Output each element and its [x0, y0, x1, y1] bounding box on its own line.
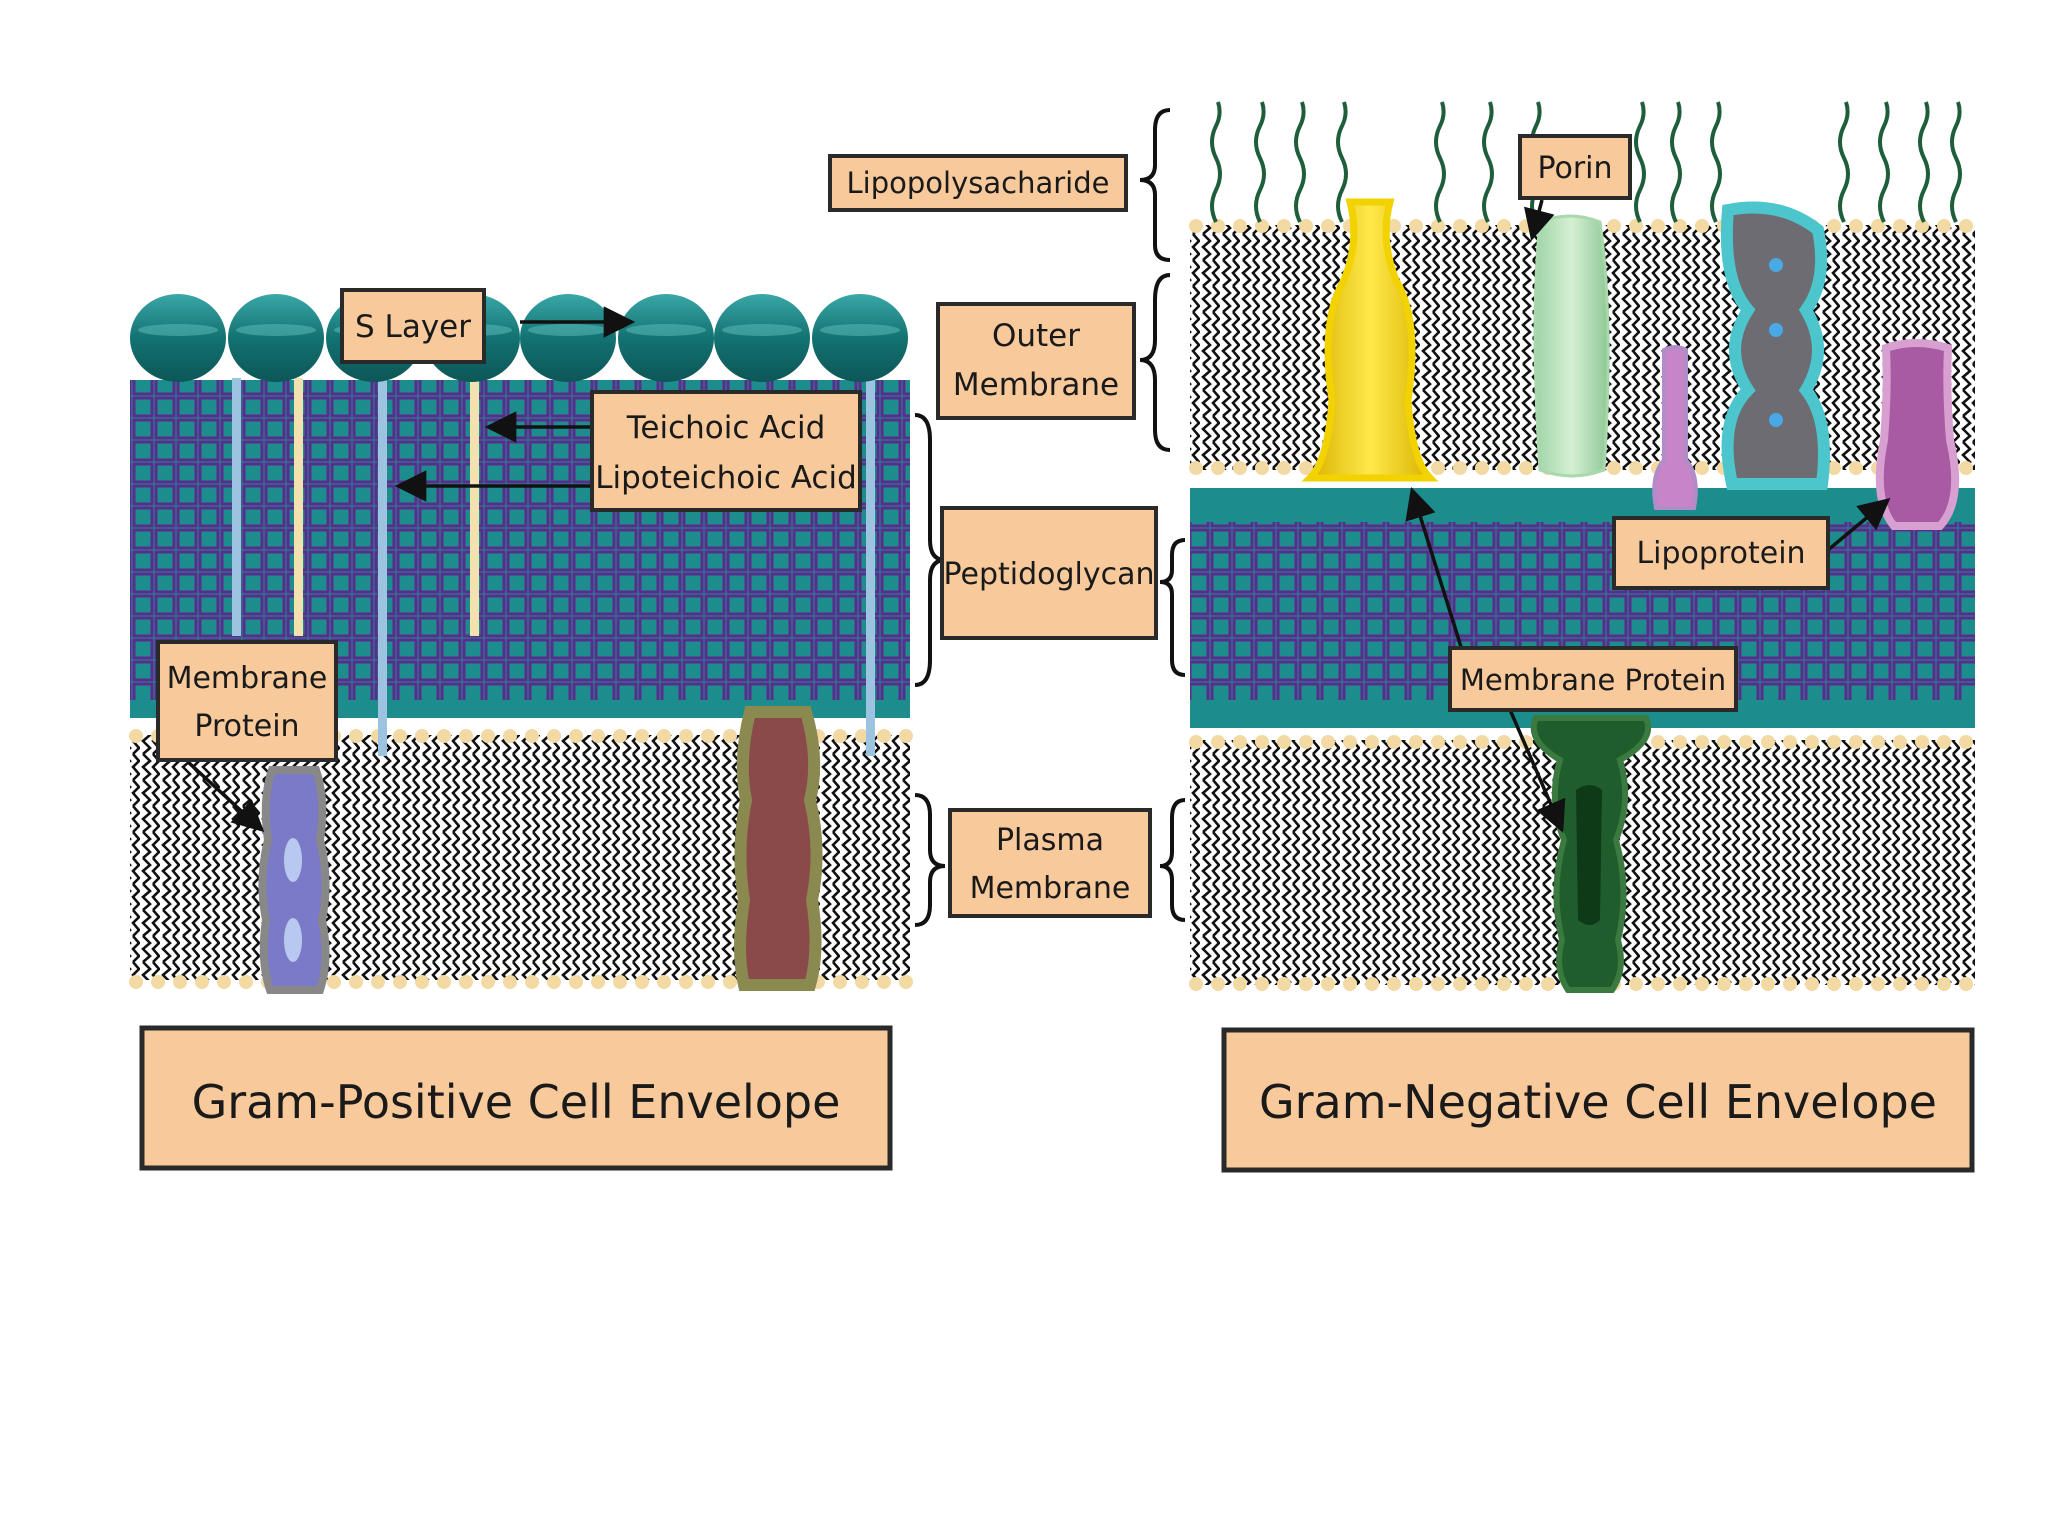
- title-gram-negative: Gram-Negative Cell Envelope: [1221, 1027, 1975, 1173]
- gn-lipoprotein-left: [1652, 345, 1698, 510]
- svg-text:Lipopolysacharide: Lipopolysacharide: [847, 166, 1110, 200]
- label-s-layer: S Layer: [340, 288, 486, 364]
- label-teichoic-acid: Teichoic Acid Lipoteichoic Acid: [590, 390, 862, 512]
- label-lipoprotein: Lipoprotein: [1612, 516, 1830, 590]
- gn-porin: [1533, 214, 1610, 478]
- svg-text:Membrane: Membrane: [970, 871, 1131, 906]
- label-membrane-protein-left: Membrane Protein: [156, 640, 338, 762]
- gn-lipoprotein-right: [1875, 339, 1960, 530]
- label-peptidoglycan: Peptidoglycan: [940, 506, 1158, 640]
- svg-text:Plasma: Plasma: [996, 823, 1104, 858]
- svg-text:Lipoteichoic Acid: Lipoteichoic Acid: [595, 460, 857, 496]
- svg-text:Outer: Outer: [992, 318, 1080, 354]
- title-gram-positive: Gram-Positive Cell Envelope: [139, 1025, 893, 1171]
- gram-negative-panel: [1139, 101, 1975, 993]
- svg-text:Teichoic Acid: Teichoic Acid: [626, 410, 826, 446]
- label-plasma-membrane: Plasma Membrane: [948, 808, 1152, 918]
- label-porin: Porin: [1518, 134, 1632, 200]
- svg-text:Membrane: Membrane: [953, 367, 1119, 403]
- svg-text:S Layer: S Layer: [355, 309, 471, 345]
- svg-text:Gram-Negative Cell Envelope: Gram-Negative Cell Envelope: [1259, 1075, 1937, 1129]
- svg-text:Gram-Positive Cell Envelope: Gram-Positive Cell Envelope: [192, 1075, 841, 1129]
- gp-teichoic-acids: [232, 378, 875, 756]
- label-lipopolysaccharide: Lipopolysacharide: [828, 154, 1128, 212]
- svg-text:Porin: Porin: [1537, 151, 1612, 186]
- gp-membrane-protein-brown: [734, 706, 823, 991]
- svg-text:Membrane: Membrane: [167, 661, 328, 696]
- label-arrows: [186, 199, 1891, 833]
- label-outer-membrane: Outer Membrane: [936, 302, 1136, 420]
- svg-text:Lipoprotein: Lipoprotein: [1636, 536, 1805, 571]
- svg-text:Peptidoglycan: Peptidoglycan: [943, 557, 1154, 592]
- label-membrane-protein-right: Membrane Protein: [1448, 646, 1738, 712]
- gp-s-layer: [130, 294, 908, 382]
- gn-outer-membrane-protein-grey: [1720, 201, 1830, 490]
- svg-text:Protein: Protein: [194, 709, 299, 744]
- svg-text:Membrane Protein: Membrane Protein: [1460, 663, 1726, 697]
- gn-outer-membrane-protein-yellow: [1301, 198, 1439, 482]
